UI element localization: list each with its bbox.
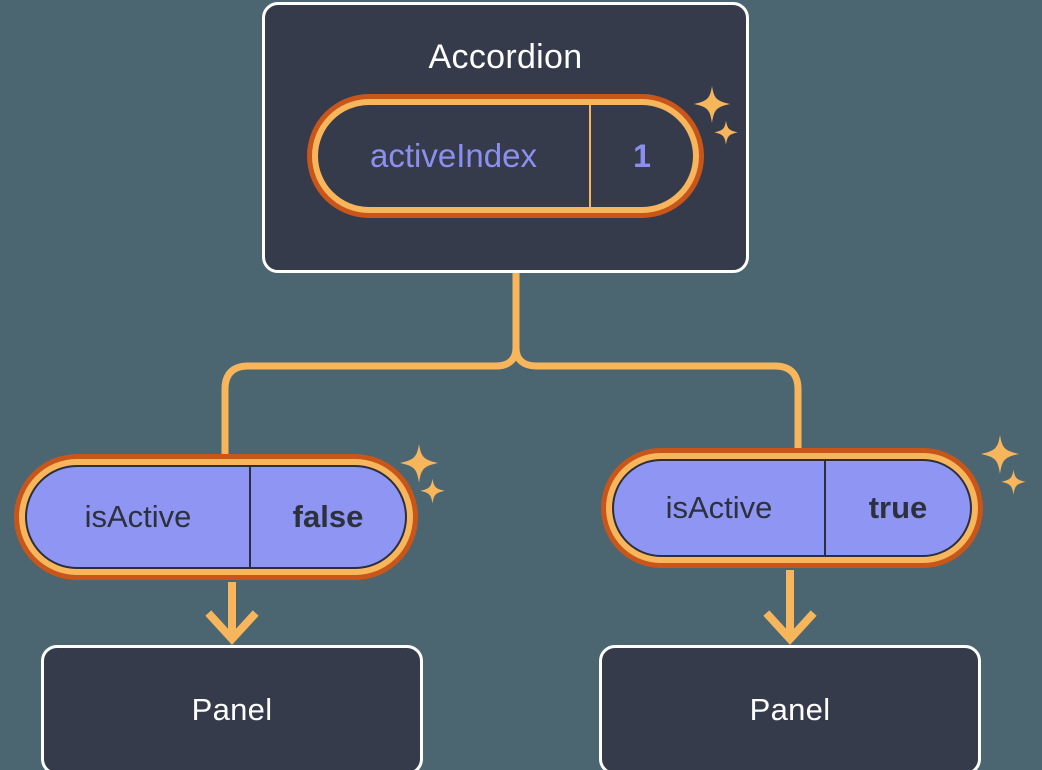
arrow-right-pill-to-panel [763, 570, 817, 645]
prop-pill-value-right: true [868, 490, 928, 525]
arrow-left-pill-to-panel [205, 582, 259, 645]
panel-title-right: Panel [749, 692, 831, 727]
sparkle-right-small-icon [1001, 469, 1026, 495]
prop-pill-value-left: false [292, 499, 364, 534]
prop-pill-inner-ring-right: isActive true [606, 453, 978, 563]
prop-pill-body-right: isActive true [612, 459, 972, 557]
state-pill-active-index[interactable]: activeIndex 1 [307, 94, 704, 218]
prop-pill-is-active-false[interactable]: isActive false [14, 454, 418, 580]
state-pill-value: 1 [633, 137, 651, 174]
connector-tree [221, 269, 802, 459]
prop-pill-body-left: isActive false [25, 465, 407, 569]
state-pill-body: activeIndex 1 [318, 105, 693, 207]
prop-pill-key-left: isActive [27, 467, 251, 567]
panel-component-card-right[interactable]: Panel [599, 645, 981, 770]
sparkle-left-small-icon [420, 478, 445, 504]
prop-pill-inner-ring-left: isActive false [19, 459, 413, 575]
prop-pill-key-right: isActive [614, 461, 826, 555]
prop-pill-is-active-true[interactable]: isActive true [601, 448, 983, 568]
sparkle-right-large-icon [981, 435, 1019, 474]
accordion-title: Accordion [428, 38, 583, 76]
panel-component-card-left[interactable]: Panel [41, 645, 423, 770]
state-pill-inner-ring: activeIndex 1 [312, 99, 699, 213]
panel-title-left: Panel [191, 692, 273, 727]
state-pill-key: activeIndex [318, 105, 591, 207]
